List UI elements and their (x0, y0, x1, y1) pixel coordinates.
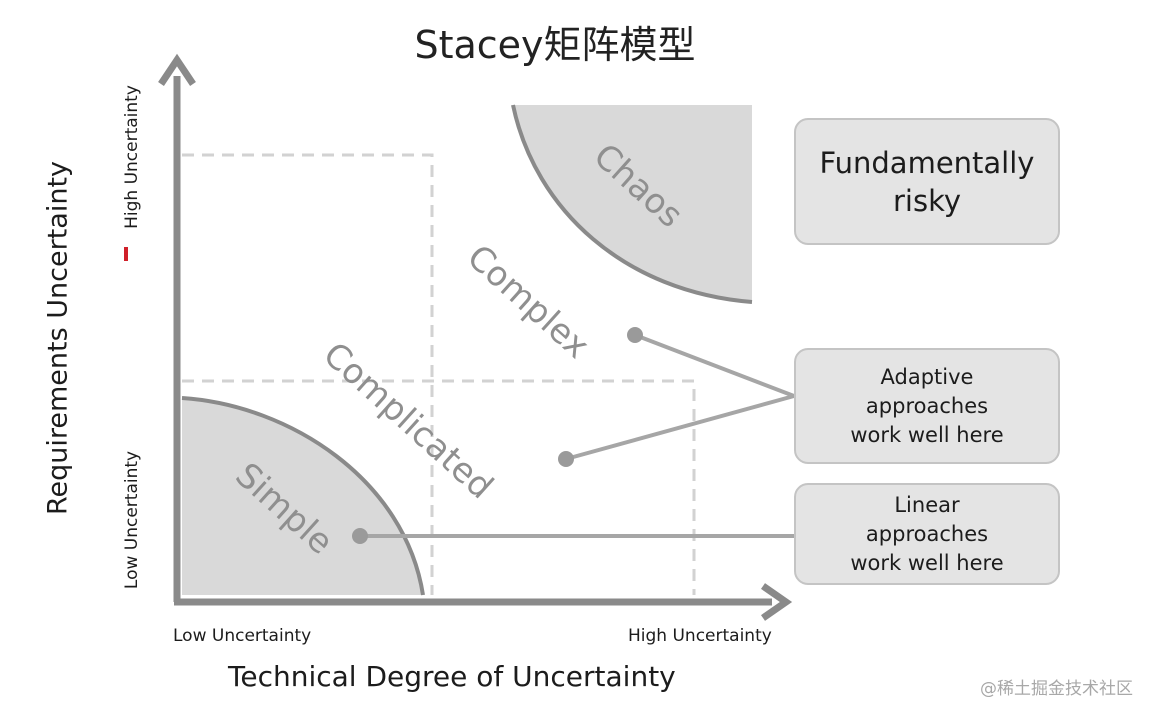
linear-approaches-box: Linear approaches work well here (794, 483, 1060, 585)
page-title: Stacey矩阵模型 (414, 23, 696, 67)
x-axis-high-label: High Uncertainty (628, 626, 772, 646)
outer-dashed-boundary (182, 153, 434, 595)
adaptive-approaches-text: Adaptive approaches work well here (850, 364, 1004, 447)
x-axis-arrowhead (761, 583, 793, 621)
chaos-region-edge (511, 104, 753, 304)
fundamentally-risky-box: Fundamentally risky (794, 118, 1060, 245)
simple-region-edge (181, 396, 425, 596)
linear-approaches-text: Linear approaches work well here (850, 492, 1004, 575)
connector-complicated-to-adaptive (565, 394, 795, 461)
region-label-complex: Complex (459, 237, 597, 367)
connector-dot-simple (352, 528, 368, 544)
x-axis-title: Technical Degree of Uncertainty (228, 660, 676, 693)
y-axis-high-label: High Uncertainty (122, 85, 142, 229)
watermark: @稀土掘金技术社区 (980, 679, 1133, 699)
adaptive-approaches-box: Adaptive approaches work well here (794, 348, 1060, 464)
y-axis-title: Requirements Uncertainty (42, 160, 74, 516)
connector-complex-to-adaptive (634, 333, 795, 398)
chaos-region-shape (513, 105, 752, 302)
y-axis-arrowhead (158, 53, 196, 86)
red-tick-mark (124, 247, 128, 261)
connector-dot-complex (627, 327, 643, 343)
inner-dashed-boundary (182, 379, 696, 595)
x-axis-low-label: Low Uncertainty (173, 626, 312, 646)
connector-dot-complicated (558, 451, 574, 467)
simple-region-shape (182, 398, 423, 595)
fundamentally-risky-text: Fundamentally risky (819, 145, 1035, 218)
y-axis-low-label: Low Uncertainty (122, 450, 142, 590)
